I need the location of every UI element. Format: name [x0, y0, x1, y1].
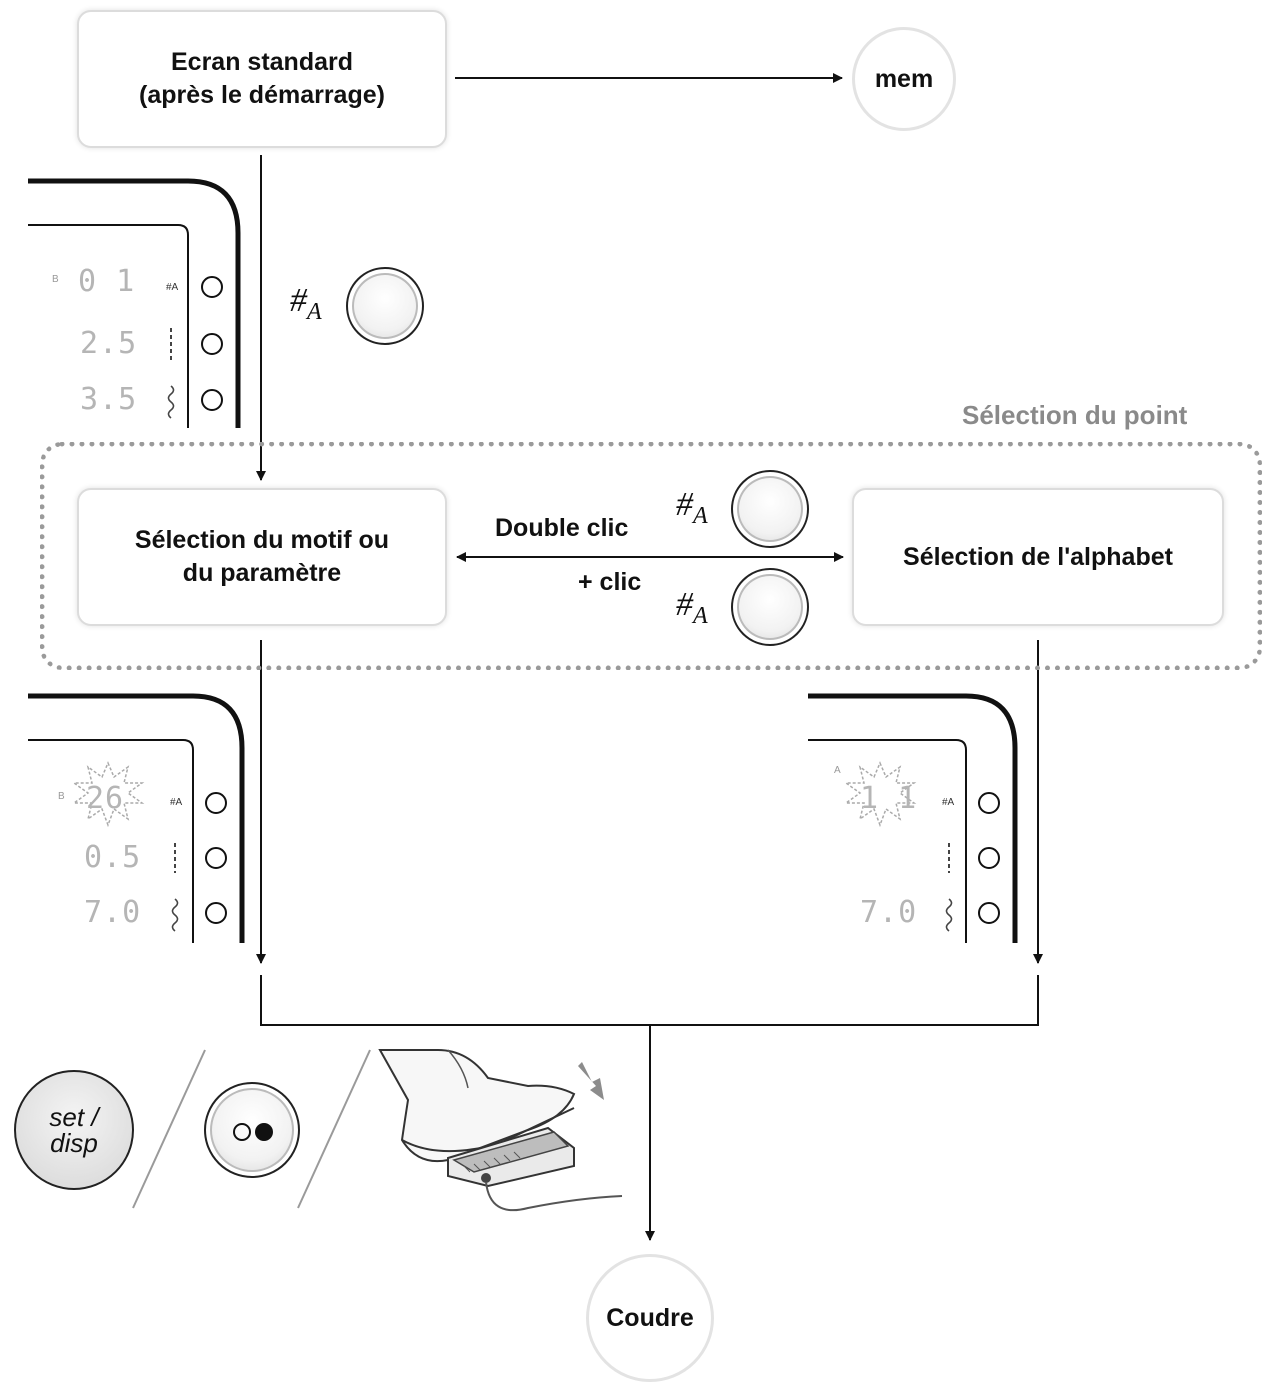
- merge-line: [260, 975, 1039, 1026]
- slash-2: [297, 1049, 371, 1209]
- node-alphabet-selection: Sélection de l'alphabet: [852, 488, 1224, 626]
- panel-row3-value: 7.0: [860, 895, 918, 930]
- hash-a-icon: #A: [166, 282, 179, 293]
- set-disp-line2: disp: [50, 1128, 98, 1158]
- node-motif-selection: Sélection du motif ou du paramètre: [77, 488, 447, 626]
- lcd-panel-standard: B 0 1 #A 2.5 3.5: [28, 178, 248, 428]
- start-stop-button[interactable]: [204, 1082, 300, 1178]
- panel-frame: [28, 178, 241, 428]
- node-standard-screen: Ecran standard (après le démarrage): [77, 10, 447, 148]
- hash-a-button-mid1[interactable]: [731, 470, 809, 548]
- panel-frame: [28, 693, 245, 943]
- panel-prefix: A: [834, 765, 841, 776]
- node-alphabet-label: Sélection de l'alphabet: [903, 542, 1173, 571]
- panel-row1-value: 1 1: [860, 781, 918, 816]
- panel-row3-value: 3.5: [80, 382, 138, 417]
- node-mem: mem: [852, 27, 956, 131]
- panel-prefix: B: [52, 274, 59, 285]
- foot-pedal-icon: [378, 1049, 623, 1212]
- panel-row2-value: 0.5: [84, 840, 142, 875]
- group-stitch-selection: [40, 442, 1262, 670]
- panel-row3-value: 7.0: [84, 895, 142, 930]
- blink-starburst-icon: [843, 761, 917, 828]
- slash-1: [132, 1049, 206, 1209]
- hash-a-label-top: #A: [290, 282, 322, 325]
- lcd-panel-motif: B 26 #A 0.5 7.0: [28, 693, 248, 943]
- node-mem-label: mem: [874, 64, 934, 93]
- node-motif-line2: du paramètre: [182, 559, 342, 587]
- node-motif-line1: Sélection du motif ou: [134, 526, 390, 554]
- set-disp-button[interactable]: set /disp: [14, 1070, 134, 1190]
- hash-a-label-mid1: #A: [676, 486, 708, 529]
- node-standard-line2: (après le démarrage): [139, 81, 385, 109]
- hash-a-button-mid2[interactable]: [731, 568, 809, 646]
- panel-row2-value: 2.5: [80, 326, 138, 361]
- node-standard-line1: Ecran standard: [170, 48, 353, 76]
- panel-row1-value: 0 1: [78, 264, 136, 299]
- panel-row1-value: 26: [86, 781, 125, 816]
- hash-a-icon: #A: [942, 797, 955, 808]
- hash-a-button-top[interactable]: [346, 267, 424, 345]
- node-sew-label: Coudre: [606, 1303, 694, 1332]
- start-stop-icon: [233, 1123, 273, 1141]
- edge-label-plus-click: + clic: [578, 568, 642, 596]
- blink-starburst-icon: [71, 761, 145, 828]
- hash-a-label-mid2: #A: [676, 586, 708, 629]
- hash-a-icon: #A: [170, 797, 183, 808]
- set-disp-line1: set /: [49, 1102, 99, 1132]
- group-title: Sélection du point: [962, 400, 1188, 430]
- edge-label-double-click: Double clic: [495, 514, 629, 542]
- panel-frame: [808, 693, 1018, 943]
- panel-prefix: B: [58, 791, 65, 802]
- node-sew: Coudre: [586, 1254, 714, 1382]
- lcd-panel-alphabet: A 1 1 #A 7.0: [808, 693, 1028, 943]
